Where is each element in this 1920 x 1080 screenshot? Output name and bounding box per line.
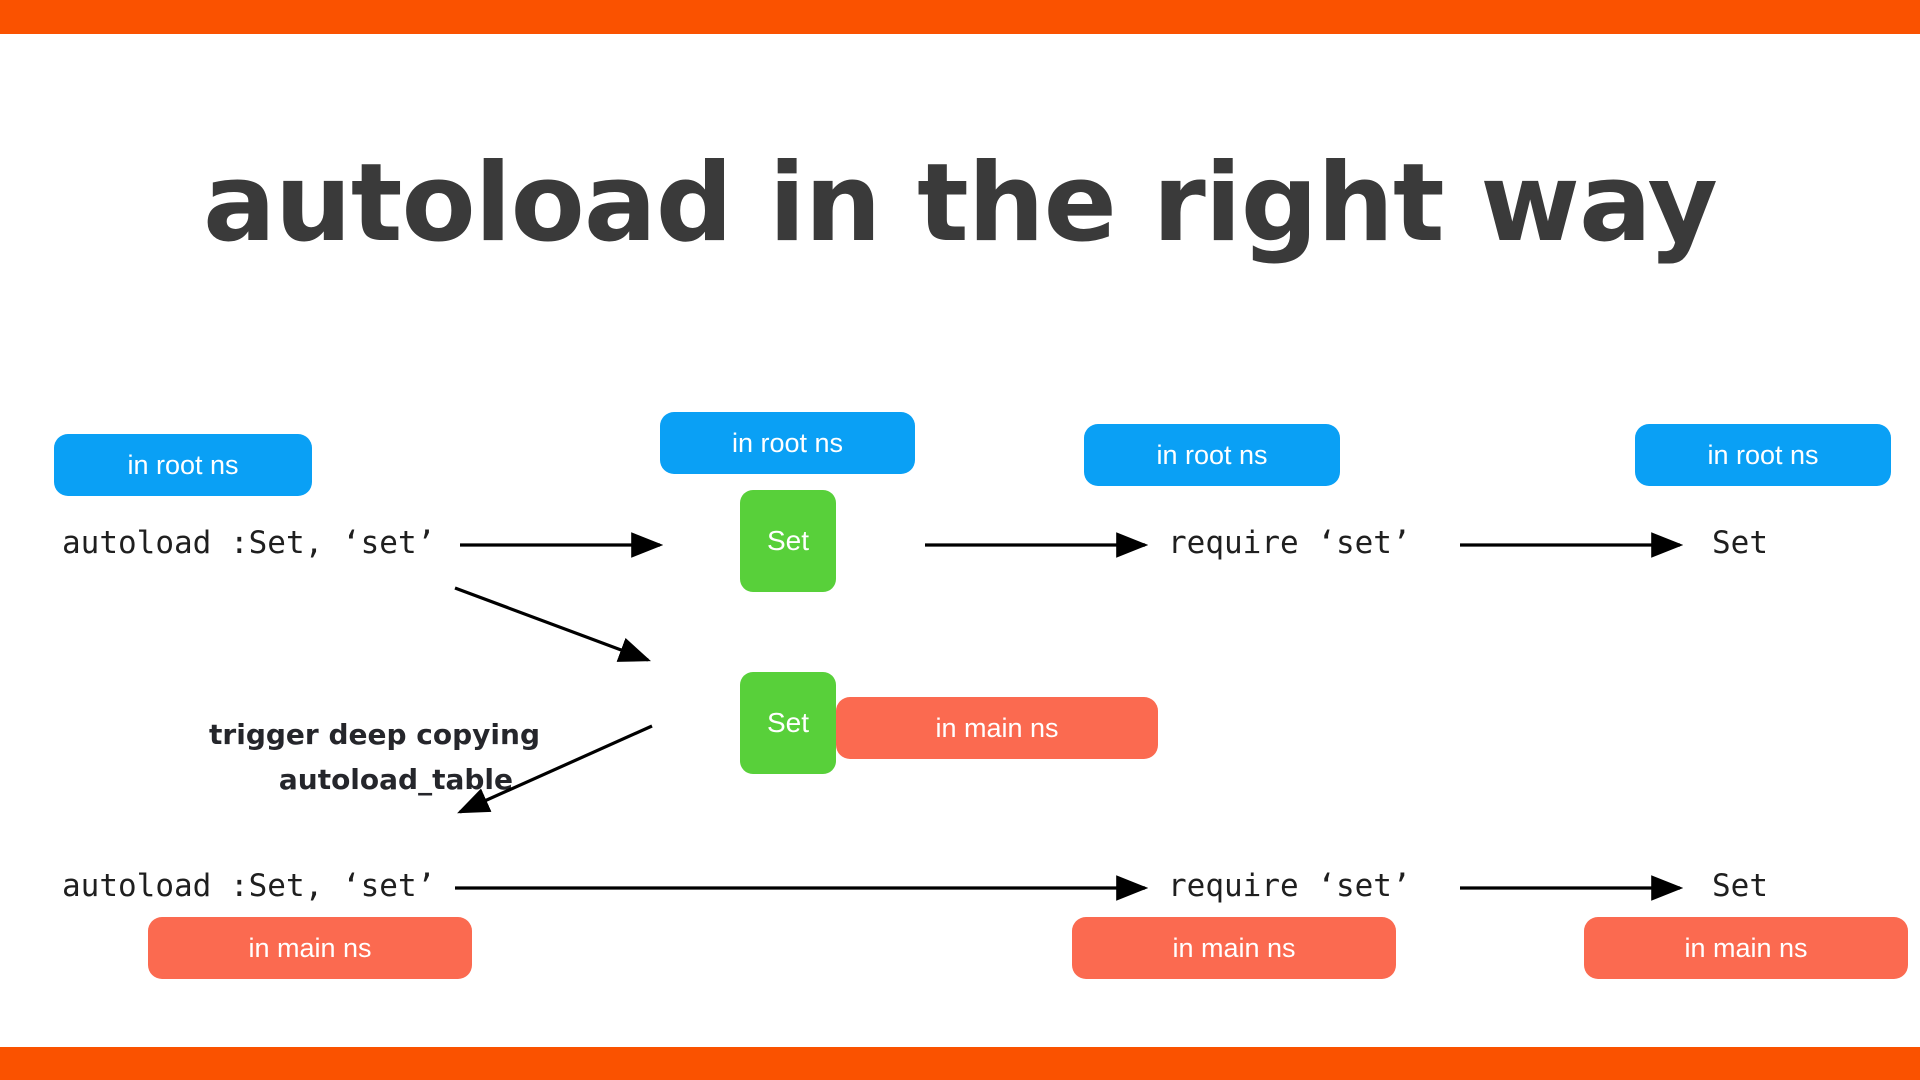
badge-root-ns-step1: in root ns [54, 434, 312, 496]
top-accent-bar [0, 0, 1920, 34]
code-require-main: require ‘set’ [1168, 868, 1411, 904]
page-title: autoload in the right way [203, 141, 1718, 266]
code-set-main: Set [1712, 868, 1768, 904]
badge-main-ns-copied: in main ns [836, 697, 1158, 759]
note-trigger-deep-copying: trigger deep copying [209, 718, 540, 751]
box-set-root: Set [740, 490, 836, 592]
badge-root-ns-step4: in root ns [1635, 424, 1891, 486]
box-set-copied: Set [740, 672, 836, 774]
code-set-root: Set [1712, 525, 1768, 561]
arrow-autoload-to-copy [454, 586, 651, 662]
badge-root-ns-step3: in root ns [1084, 424, 1340, 486]
badge-root-ns-step2: in root ns [660, 412, 915, 474]
badge-main-ns-step2: in main ns [1072, 917, 1396, 979]
badge-main-ns-step1: in main ns [148, 917, 472, 979]
code-autoload-main: autoload :Set, ‘set’ [62, 868, 436, 904]
code-autoload-root: autoload :Set, ‘set’ [62, 525, 436, 561]
note-autoload-table: autoload_table [278, 763, 513, 796]
badge-main-ns-step3: in main ns [1584, 917, 1908, 979]
code-require-root: require ‘set’ [1168, 525, 1411, 561]
bottom-accent-bar [0, 1047, 1920, 1080]
